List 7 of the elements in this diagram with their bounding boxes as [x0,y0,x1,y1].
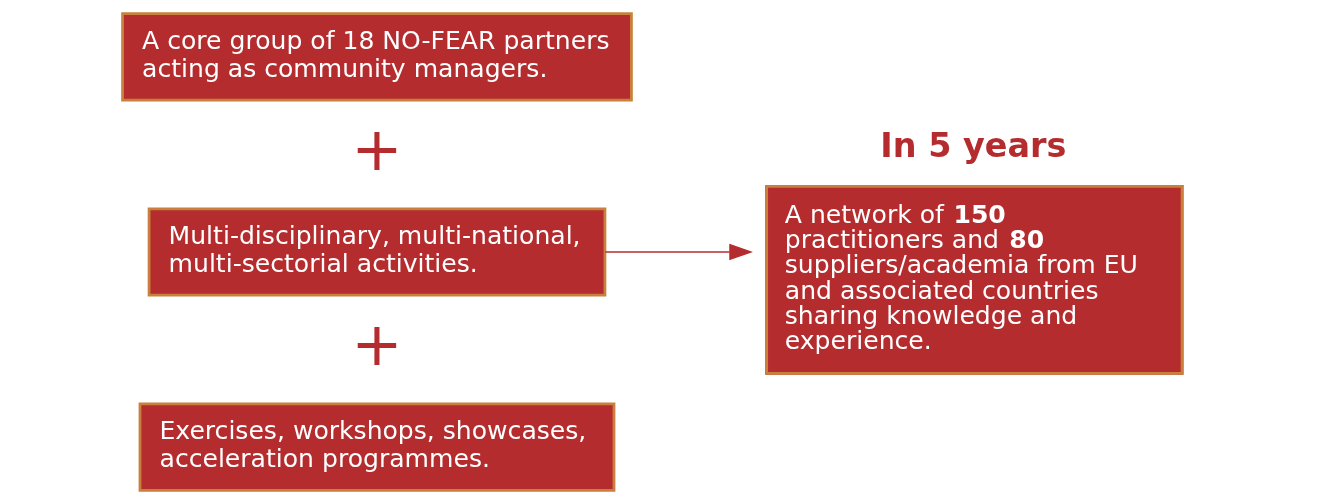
label: + [351,113,403,185]
node-box: Multi-disciplinary, multi-national, multi-sectorial activities. [147,207,607,297]
arrow [604,243,753,261]
label: + [351,308,403,380]
node-label: In 5 years [880,126,1067,166]
node-box: Exercises, workshops, showcases, acceleration programmes. [138,402,616,492]
node-box: A core group of 18 NO-FEAR partners acting as community managers. [121,12,633,102]
